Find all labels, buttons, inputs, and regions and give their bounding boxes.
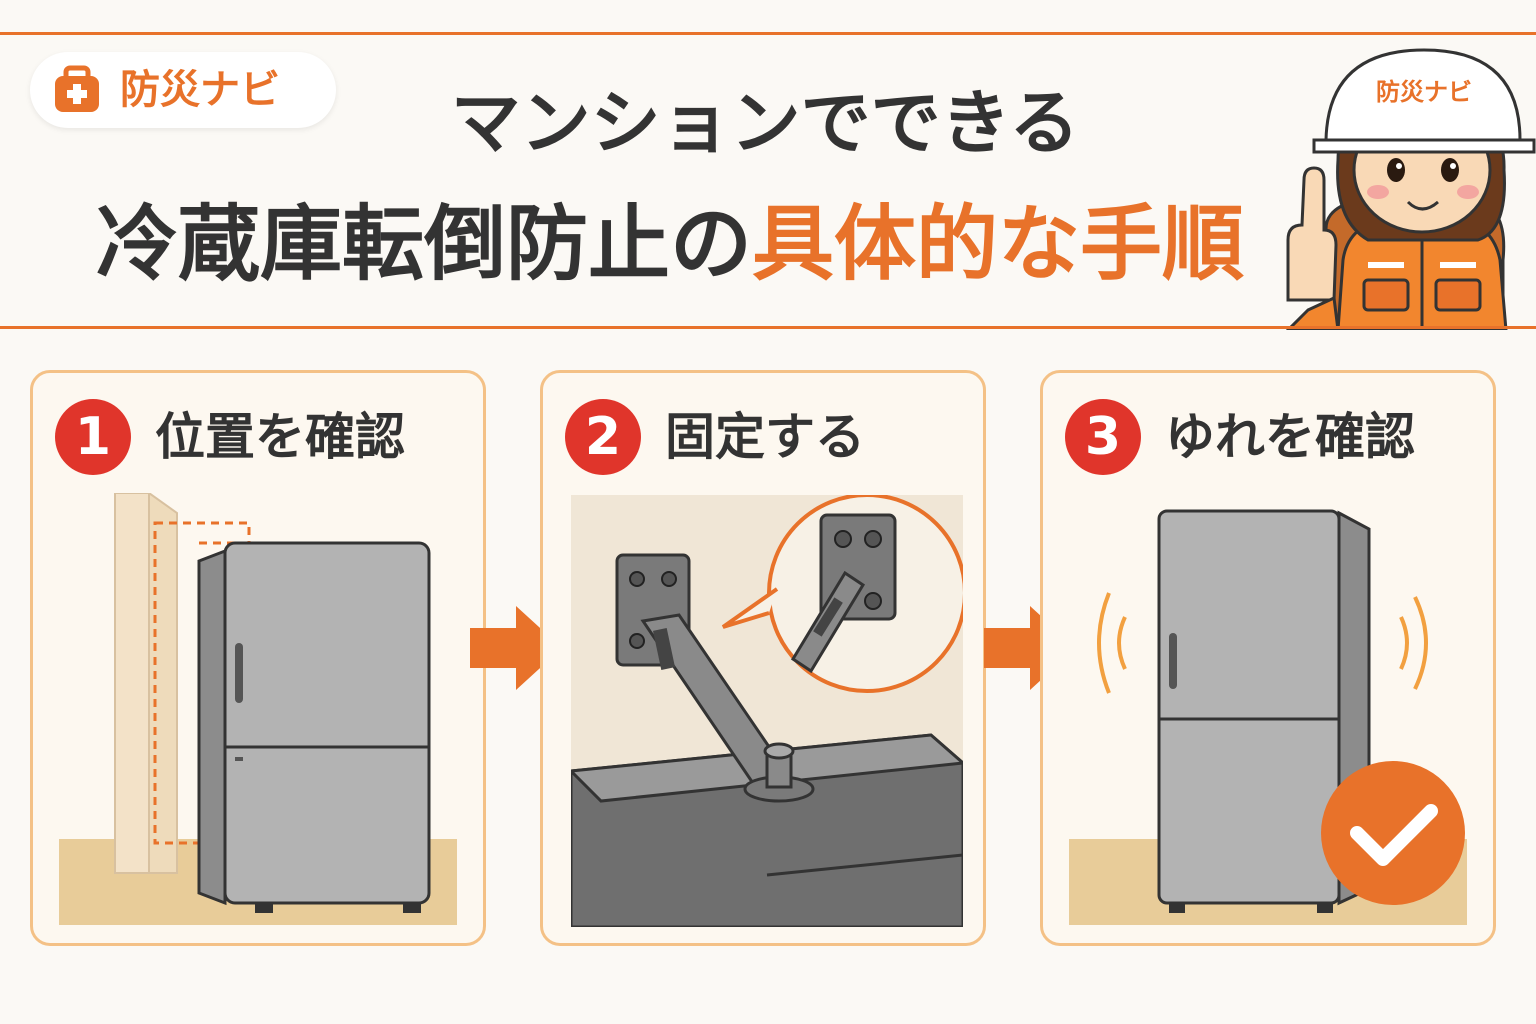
step-number-badge: 1 [55,399,131,475]
header-bottom-rule [0,326,1536,329]
first-aid-kit-icon [55,65,99,112]
step-title: 位置を確認 [155,408,405,466]
title-middle-text: な [998,197,1081,292]
step-card-3: 3 ゆれを確認 [1040,370,1496,946]
page-title-line2: 冷蔵庫転倒防止の具体的な手順 [70,190,1270,300]
anti-tip-bracket-illustration [571,495,963,927]
title-highlight-2: 手順 [1080,197,1245,292]
brand-name: 防災ナビ [120,67,280,113]
page-title-line1: マンションでできる [450,82,1080,164]
title-highlight-1: 具体的 [751,197,998,292]
header-top-rule [0,32,1536,35]
step-title: ゆれを確認 [1165,408,1415,466]
step-number-badge: 2 [565,399,641,475]
step-card-2: 2 固定する [540,370,986,946]
mascot-helmet-label: 防災ナビ [1376,78,1472,106]
refrigerator-shake-check-illustration [1069,493,1467,925]
step-card-1: 1 位置を確認 [30,370,486,946]
arrow-right-icon [470,606,562,690]
mascot-guide-illustration: 防災ナビ [1285,48,1536,330]
brand-badge: 防災ナビ [30,52,336,128]
step-number-badge: 3 [1065,399,1141,475]
step-title: 固定する [665,408,865,466]
title-plain-text: 冷蔵庫転倒防止の [95,197,752,292]
refrigerator-near-wall-illustration [59,493,457,925]
